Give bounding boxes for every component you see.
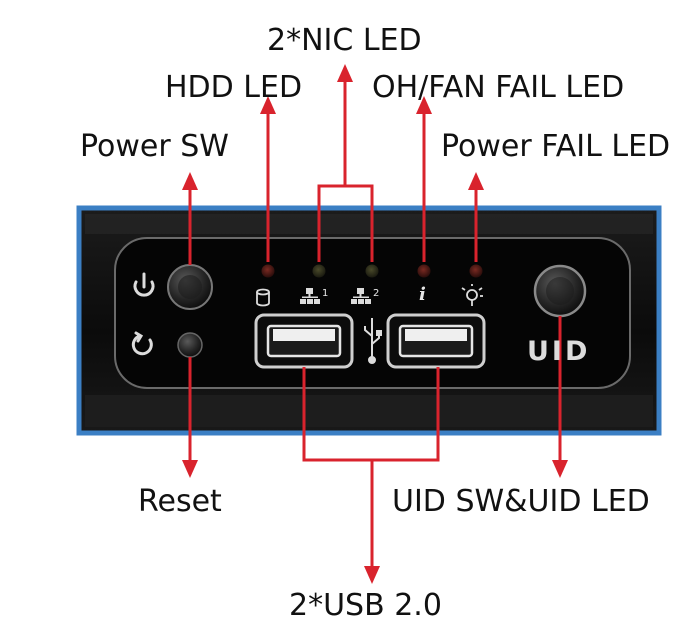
usb-port-2[interactable] bbox=[386, 313, 486, 369]
hdd-led-label: HDD LED bbox=[165, 70, 303, 105]
power-fail-icon bbox=[461, 284, 483, 306]
nic1-subscript: 1 bbox=[322, 288, 329, 299]
power-fail-led bbox=[469, 264, 483, 278]
power-fail-led-label: Power FAIL LED bbox=[441, 129, 671, 164]
oh-fan-fail-led bbox=[417, 264, 431, 278]
reset-icon bbox=[131, 331, 153, 356]
uid-sw-label: UID SW&UID LED bbox=[392, 484, 650, 519]
nic2-subscript: 2 bbox=[373, 288, 380, 299]
power-button[interactable] bbox=[167, 264, 213, 310]
network-icon bbox=[351, 288, 371, 304]
reset-button[interactable] bbox=[177, 332, 203, 358]
nic1-led bbox=[312, 264, 326, 278]
nic-led-label: 2*NIC LED bbox=[267, 23, 422, 58]
info-icon: i bbox=[419, 284, 426, 305]
hdd-icon bbox=[256, 288, 270, 307]
callout-arrowheads bbox=[182, 64, 568, 584]
power-icon bbox=[133, 272, 155, 297]
hdd-led bbox=[261, 264, 275, 278]
nic2-led bbox=[365, 264, 379, 278]
oh-fan-fail-led-label: OH/FAN FAIL LED bbox=[372, 70, 625, 105]
power-sw-label: Power SW bbox=[80, 129, 229, 164]
callout-lines bbox=[188, 80, 562, 568]
reset-label: Reset bbox=[138, 484, 222, 519]
uid-button[interactable] bbox=[533, 264, 587, 318]
usb-icon bbox=[364, 318, 382, 364]
usb-port-1[interactable] bbox=[254, 313, 354, 369]
uid-label: UID bbox=[527, 336, 591, 367]
network-icon bbox=[300, 288, 320, 304]
server-front-panel bbox=[76, 205, 662, 436]
usb-label: 2*USB 2.0 bbox=[289, 588, 442, 623]
